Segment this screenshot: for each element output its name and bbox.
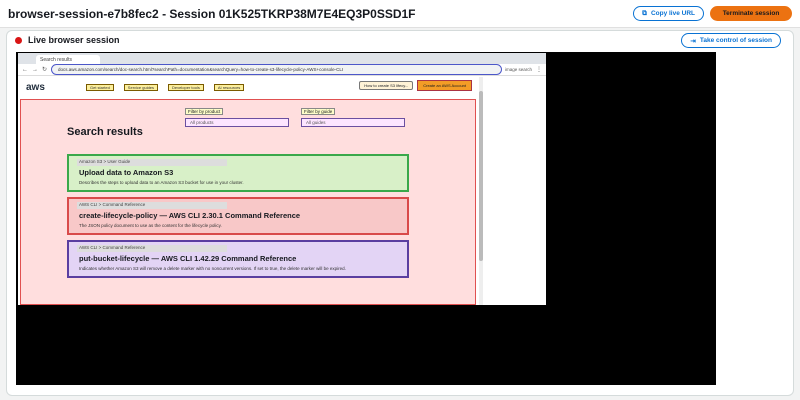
filter-product-label: Filter by product: [185, 108, 224, 115]
take-control-button[interactable]: ⇥ Take control of session: [681, 33, 781, 48]
browser-window[interactable]: Search results ← → ↻ docs.aws.amazon.com…: [18, 53, 546, 305]
aws-docs-page: aws Get started Service guides Developer…: [20, 77, 476, 305]
result-description: Indicates whether Amazon S3 will remove …: [79, 266, 346, 271]
live-browser-viewport[interactable]: Search results ← → ↻ docs.aws.amazon.com…: [16, 52, 716, 385]
aws-logo[interactable]: aws: [26, 81, 45, 93]
browser-toolbar: ← → ↻ docs.aws.amazon.com/search/doc-sea…: [18, 64, 546, 76]
nav-link-developer-tools[interactable]: Developer tools: [168, 83, 204, 91]
result-breadcrumb: AWS CLI > Command Reference: [77, 245, 227, 252]
url-search-label[interactable]: image search: [504, 67, 532, 72]
copy-icon: ⧉: [642, 9, 647, 17]
search-results-area: Search results Filter by product All pro…: [20, 99, 476, 305]
result-title[interactable]: Upload data to Amazon S3: [79, 168, 174, 177]
browser-tab[interactable]: Search results: [36, 55, 100, 64]
aws-nav: aws Get started Service guides Developer…: [20, 77, 476, 97]
filter-product-select[interactable]: All products: [185, 118, 289, 127]
nav-link-service-guides[interactable]: Service guides: [123, 83, 159, 91]
filter-guide: Filter by guide All guides: [301, 108, 405, 127]
nav-link-ai-resources[interactable]: AI resources: [213, 83, 245, 91]
result-title[interactable]: put-bucket-lifecycle — AWS CLI 1.42.29 C…: [79, 254, 297, 263]
search-result[interactable]: AWS CLI > Command Reference put-bucket-l…: [67, 240, 409, 278]
filter-product: Filter by product All products: [185, 108, 289, 127]
forward-icon[interactable]: →: [32, 66, 38, 73]
take-control-label: Take control of session: [699, 37, 772, 44]
live-session-panel: Live browser session ⇥ Take control of s…: [6, 30, 794, 396]
page-scrollbar[interactable]: [479, 77, 483, 305]
result-description: The JSON policy document to use as the c…: [79, 223, 222, 228]
copy-live-url-label: Copy live URL: [650, 10, 695, 17]
nav-link-get-started[interactable]: Get started: [86, 83, 114, 91]
result-description: Describes the steps to upload data to an…: [79, 180, 244, 185]
terminate-session-button[interactable]: Terminate session: [710, 6, 792, 21]
result-breadcrumb: AWS CLI > Command Reference: [77, 202, 227, 209]
page-title: browser-session-e7b8fec2 - Session 01K52…: [8, 6, 416, 21]
recording-dot-icon: [15, 36, 22, 44]
create-account-button[interactable]: Create an AWS Account: [417, 80, 472, 91]
panel-title: Live browser session: [28, 35, 120, 45]
menu-icon[interactable]: ⋮: [536, 67, 542, 73]
result-title[interactable]: create-lifecycle-policy — AWS CLI 2.30.1…: [79, 211, 301, 220]
filter-guide-select[interactable]: All guides: [301, 118, 405, 127]
top-bar: browser-session-e7b8fec2 - Session 01K52…: [0, 0, 800, 28]
copy-live-url-button[interactable]: ⧉ Copy live URL: [633, 6, 704, 21]
search-result[interactable]: Amazon S3 > User Guide Upload data to Am…: [67, 154, 409, 192]
feedback-button[interactable]: How to create S3 lifecy...: [359, 81, 414, 90]
browser-tabstrip: Search results: [18, 53, 546, 64]
take-control-icon: ⇥: [690, 37, 696, 45]
results-heading: Search results: [67, 126, 143, 138]
address-bar[interactable]: docs.aws.amazon.com/search/doc-search.ht…: [51, 64, 502, 75]
scrollbar-thumb[interactable]: [479, 91, 483, 261]
back-icon[interactable]: ←: [22, 66, 28, 73]
filter-guide-label: Filter by guide: [301, 108, 336, 115]
reload-icon[interactable]: ↻: [42, 67, 48, 73]
search-result[interactable]: AWS CLI > Command Reference create-lifec…: [67, 197, 409, 235]
result-breadcrumb: Amazon S3 > User Guide: [77, 159, 227, 166]
